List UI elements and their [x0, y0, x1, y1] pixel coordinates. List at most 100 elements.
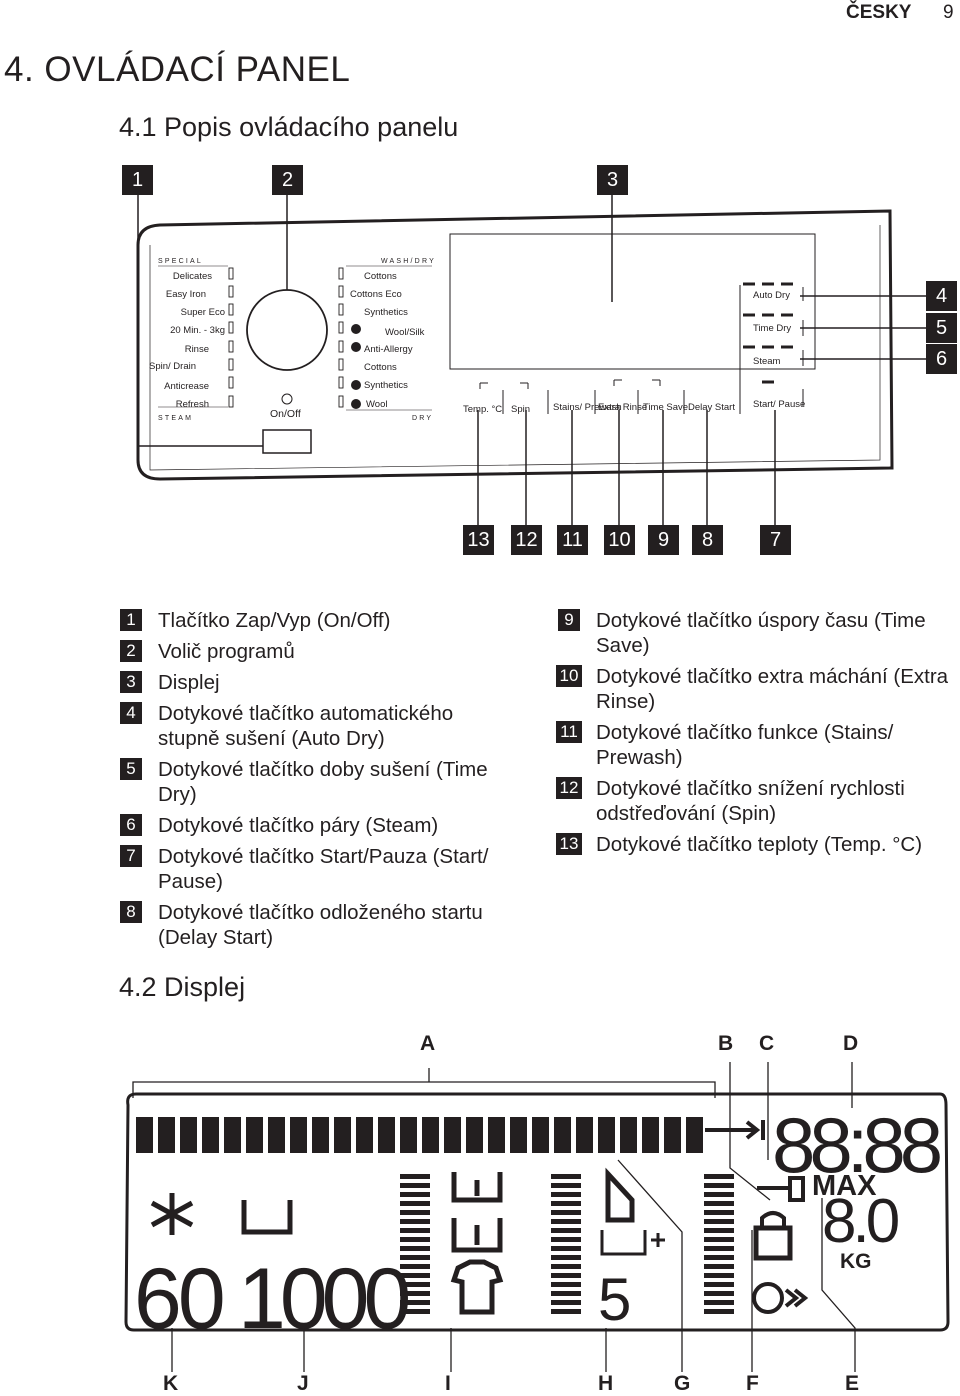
display-label-g: G: [674, 1372, 691, 1395]
callout-9: 9: [648, 525, 679, 555]
legend-text: Dotykové tlačítko teploty (Temp. °C): [596, 833, 923, 856]
program-super-eco[interactable]: Super Eco: [181, 307, 225, 318]
program-synthetics[interactable]: Synthetics: [364, 307, 408, 318]
program-wool-dry[interactable]: Wool: [366, 399, 387, 410]
prewash-icon: [451, 1172, 503, 1203]
delay-clock-icon: [752, 1282, 784, 1314]
time-save-button[interactable]: Time Save: [643, 402, 688, 413]
temperature-icon: [150, 1193, 194, 1235]
time-arrow-icon: [705, 1120, 765, 1140]
legend-badge: 4: [120, 702, 142, 724]
plus-icon: [651, 1233, 665, 1247]
subsection-title-display: 4.2 Displej: [119, 972, 246, 1002]
legend-item: 13 Dotykové tlačítko teploty (Temp. °C): [556, 832, 956, 857]
door-lock-icon: [753, 1225, 793, 1261]
program-synthetics-dry[interactable]: Synthetics: [364, 380, 408, 391]
control-panel-diagram: SPECIAL STEAM WASH/DRY DRY Delicates Eas…: [136, 195, 926, 525]
legend-text: Dotykové tlačítko funkce (Stains/ Prewas…: [596, 721, 894, 769]
program-20min[interactable]: 20 Min. - 3kg: [170, 325, 225, 336]
callout-10: 10: [604, 525, 635, 555]
extra-rinse-button[interactable]: Extra Rinse: [598, 402, 647, 413]
program-anticrease[interactable]: Anticrease: [164, 381, 209, 392]
legend-badge: 2: [120, 640, 142, 662]
legend-text: Dotykové tlačítko doby sušení (Time Dry): [158, 758, 488, 806]
program-anti-allergy[interactable]: Anti-Allergy: [364, 344, 413, 355]
display-label-c: C: [759, 1032, 775, 1055]
callout-13: 13: [463, 525, 494, 555]
stain-icon: [605, 1167, 635, 1223]
program-wool-silk[interactable]: Wool/Silk: [385, 327, 425, 338]
steam-button[interactable]: Steam: [753, 356, 781, 367]
program-cottons[interactable]: Cottons: [364, 271, 397, 282]
program-easy-iron[interactable]: Easy Iron: [166, 289, 206, 300]
stains-prewash-button[interactable]: Stains/ Prewash: [553, 402, 622, 413]
steam-footer: STEAM: [158, 415, 193, 422]
legend-badge: 3: [120, 671, 142, 693]
max-label: MAX: [812, 1170, 877, 1202]
start-pause-button[interactable]: Start/ Pause: [753, 399, 805, 410]
wool-silk-icon: [351, 324, 361, 334]
program-spin-drain[interactable]: Spin/ Drain: [149, 361, 196, 372]
display-label-k: K: [163, 1372, 179, 1395]
program-rinse[interactable]: Rinse: [185, 344, 209, 355]
section-title: 4. OVLÁDACÍ PANEL: [4, 50, 351, 89]
temp-digits: 60: [134, 1251, 223, 1347]
callout-8: 8: [692, 525, 723, 555]
time-dry-button[interactable]: Time Dry: [753, 323, 791, 334]
auto-dry-button[interactable]: Auto Dry: [753, 290, 790, 301]
display-diagram: 60 1000 88:88 8.0 5 MAX KG: [124, 1062, 950, 1372]
legend-text: Dotykové tlačítko úspory času (Time Save…: [596, 609, 926, 657]
anti-allergy-icon: [351, 342, 361, 352]
legend-badge: 8: [120, 901, 142, 923]
legend-text: Dotykové tlačítko snížení rychlosti odst…: [596, 777, 905, 825]
legend-text: Dotykové tlačítko automatického stupně s…: [158, 702, 454, 750]
progress-bar-segments: [136, 1117, 703, 1153]
shirt-icon: [450, 1259, 504, 1315]
time-digits: 88:88: [772, 1101, 940, 1189]
language-label: ČESKY: [846, 2, 912, 23]
legend-right: 9 Dotykové tlačítko úspory času (Time Sav…: [556, 608, 956, 863]
kg-label: KG: [840, 1250, 872, 1273]
legend-text: Dotykové tlačítko extra máchání (Extra R…: [596, 665, 949, 713]
program-delicates[interactable]: Delicates: [173, 271, 212, 282]
callout-5: 5: [926, 313, 957, 343]
legend-badge: 11: [556, 721, 582, 743]
display-label-d: D: [843, 1032, 859, 1055]
synthetics-dry-icon: [351, 380, 361, 390]
phase-level-bars: [400, 1174, 734, 1314]
legend-item: 4 Dotykové tlačítko automatického stupně …: [120, 701, 520, 751]
display-label-e: E: [845, 1372, 860, 1395]
spin-digits: 1000: [238, 1251, 408, 1347]
legend-badge: 7: [120, 845, 142, 867]
display-label-f: F: [746, 1372, 759, 1395]
legend-text: Dotykové tlačítko odloženého startu (Del…: [158, 901, 483, 949]
legend-badge: 1: [120, 609, 142, 631]
program-cottons-dry[interactable]: Cottons: [364, 362, 397, 373]
wash-dry-header: WASH/DRY: [381, 258, 436, 265]
program-refresh[interactable]: Refresh: [176, 399, 209, 410]
legend-text: Displej: [158, 671, 220, 694]
legend-badge: 13: [556, 833, 582, 855]
main-wash-icon: [451, 1218, 503, 1253]
legend-badge: 12: [556, 777, 582, 799]
temp-button[interactable]: Temp. °C: [463, 404, 502, 415]
weight-digits: 8.0: [822, 1187, 899, 1256]
legend-text: Dotykové tlačítko páry (Steam): [158, 814, 439, 837]
legend-badge: 9: [558, 609, 580, 631]
legend-item: 3 Displej: [120, 670, 520, 695]
program-icons: [351, 324, 361, 409]
spin-button[interactable]: Spin: [511, 404, 530, 415]
display-label-a: A: [420, 1032, 436, 1055]
callout-1: 1: [122, 165, 153, 195]
callout-4: 4: [926, 281, 957, 311]
delay-start-button[interactable]: Delay Start: [688, 402, 735, 413]
phase-digit: 5: [598, 1266, 631, 1333]
program-cottons-eco[interactable]: Cottons Eco: [350, 289, 402, 300]
